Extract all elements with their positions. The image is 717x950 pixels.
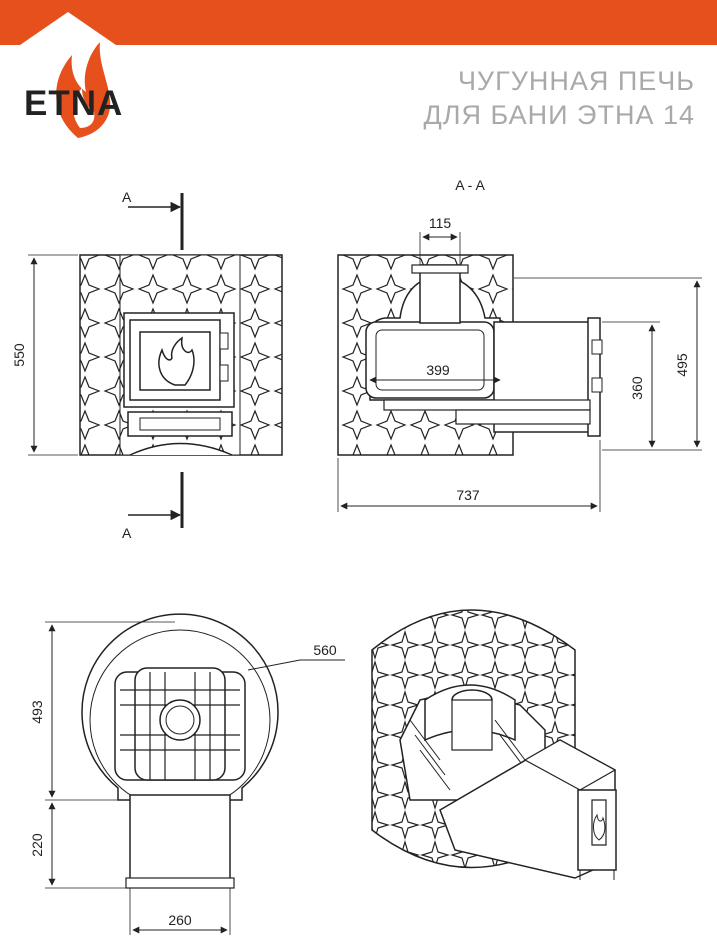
dim-tunnel-220: 220 bbox=[29, 833, 45, 857]
dim-depth-493: 493 bbox=[29, 700, 45, 724]
dim-height-360: 360 bbox=[629, 376, 645, 400]
section-title: A - A bbox=[455, 177, 485, 193]
flame-window-icon bbox=[158, 336, 195, 386]
iso-view bbox=[371, 609, 617, 880]
flame-logo-icon bbox=[56, 42, 111, 138]
dim-tunnel-260: 260 bbox=[168, 912, 192, 928]
dim-height-495: 495 bbox=[674, 353, 690, 377]
section-mark-bottom: A bbox=[122, 525, 132, 541]
top-view: 560 493 220 260 bbox=[29, 613, 345, 935]
front-view: A A 550 bbox=[11, 189, 283, 541]
section-mark-top: A bbox=[122, 189, 132, 205]
page-title-line2: ДЛЯ БАНИ ЭТНА 14 bbox=[423, 100, 695, 130]
header-banner bbox=[0, 0, 717, 138]
brand-logo: ETNA bbox=[24, 84, 124, 123]
dim-height-550: 550 bbox=[11, 343, 27, 367]
page-title-line1: ЧУГУННАЯ ПЕЧЬ bbox=[457, 66, 695, 96]
dim-length-737: 737 bbox=[456, 487, 480, 503]
iso-flame-icon bbox=[593, 813, 606, 841]
section-view: A - A 115 399 737 360 bbox=[337, 177, 702, 512]
dim-diameter-560: 560 bbox=[313, 642, 337, 658]
dim-chimney-115: 115 bbox=[429, 215, 452, 231]
dim-firebox-399: 399 bbox=[426, 362, 450, 378]
